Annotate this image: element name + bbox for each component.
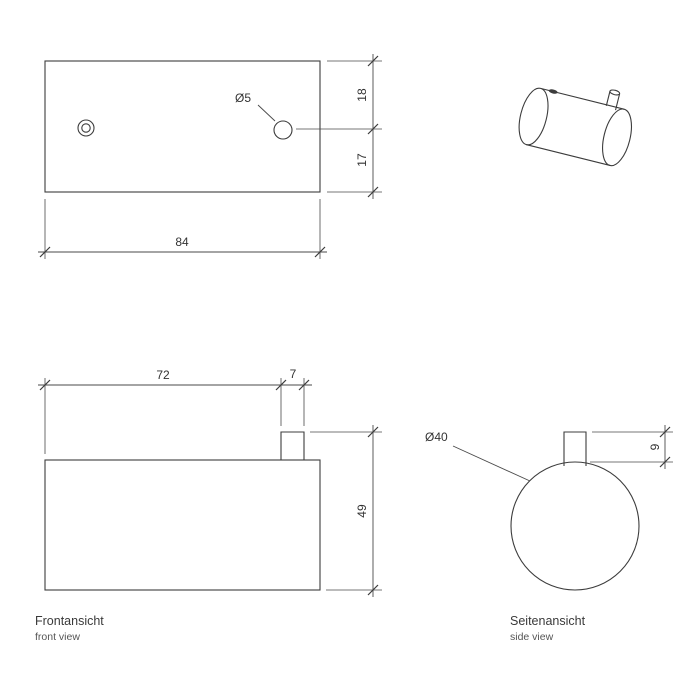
cylinder-right-cap [602, 108, 632, 167]
dim-label-peg-width: 7 [290, 367, 297, 381]
peg-right-edge [615, 93, 621, 111]
dim-label-body-width: 72 [156, 368, 170, 382]
tick [298, 379, 310, 391]
dim-label-width: 84 [175, 235, 189, 249]
side-view-title: Seitenansicht [510, 614, 586, 628]
hole-outer-circle [77, 119, 95, 137]
body-outline [44, 459, 321, 591]
tick [314, 246, 326, 258]
front-view-title: Frontansicht [35, 614, 104, 628]
hole-diameter-label: Ø5 [235, 91, 251, 105]
dim-label-diameter: Ø40 [425, 430, 448, 444]
tick [367, 584, 379, 596]
screw-mark [548, 89, 558, 94]
peg-top-cap [609, 89, 621, 96]
dim-label-peg-height: 9 [648, 443, 662, 450]
tick [39, 246, 51, 258]
tick [659, 426, 671, 438]
side-view: Ø40 9 Seitenansicht side view [425, 425, 673, 643]
tick [275, 379, 287, 391]
cylinder-left-cap [518, 87, 549, 146]
dim-label-total-height: 49 [355, 504, 369, 518]
front-view-height-dimension: 49 [310, 425, 382, 597]
tick [39, 379, 51, 391]
countersunk-hole [77, 119, 95, 137]
cylinder-bottom-edge [526, 144, 611, 167]
dimension-ticks [367, 426, 379, 596]
peg-outline [563, 431, 587, 466]
diameter-callout: Ø40 [425, 430, 531, 482]
dimension-ticks [39, 246, 326, 258]
plate-outline [44, 60, 321, 193]
leader-line [452, 445, 531, 482]
hole-diameter-callout: Ø5 [235, 91, 276, 122]
dimension-ticks [659, 426, 671, 468]
dim-label-upper: 18 [355, 88, 369, 102]
peg-left-edge [605, 91, 611, 106]
dim-label-lower: 17 [355, 153, 369, 167]
top-view-width-dimension: 84 [38, 199, 327, 259]
side-view-subtitle: side view [510, 631, 554, 643]
tick [367, 123, 379, 135]
top-view-height-dimension: 18 17 [296, 54, 382, 199]
leader-line [257, 104, 276, 122]
top-view: Ø5 18 17 [38, 54, 382, 259]
mounting-peg [605, 89, 621, 111]
body-circle [510, 461, 640, 591]
front-view: 72 7 49 Frontansicht front view [35, 367, 382, 643]
perspective-view [518, 87, 632, 167]
screw-hole [273, 120, 293, 140]
dimension-ticks [367, 55, 379, 198]
front-view-width-dimensions: 72 7 [38, 367, 312, 454]
dimension-ticks [39, 379, 310, 391]
front-view-subtitle: front view [35, 631, 80, 643]
tick [659, 456, 671, 468]
tick [367, 426, 379, 438]
cylinder-top-edge [540, 87, 625, 110]
hole-inner-circle [81, 123, 91, 133]
side-view-peg-height-dimension: 9 [590, 425, 673, 469]
front-view-caption: Frontansicht front view [35, 614, 104, 643]
peg-outline [280, 431, 305, 460]
side-view-caption: Seitenansicht side view [510, 614, 586, 643]
tick [367, 186, 379, 198]
tick [367, 55, 379, 67]
